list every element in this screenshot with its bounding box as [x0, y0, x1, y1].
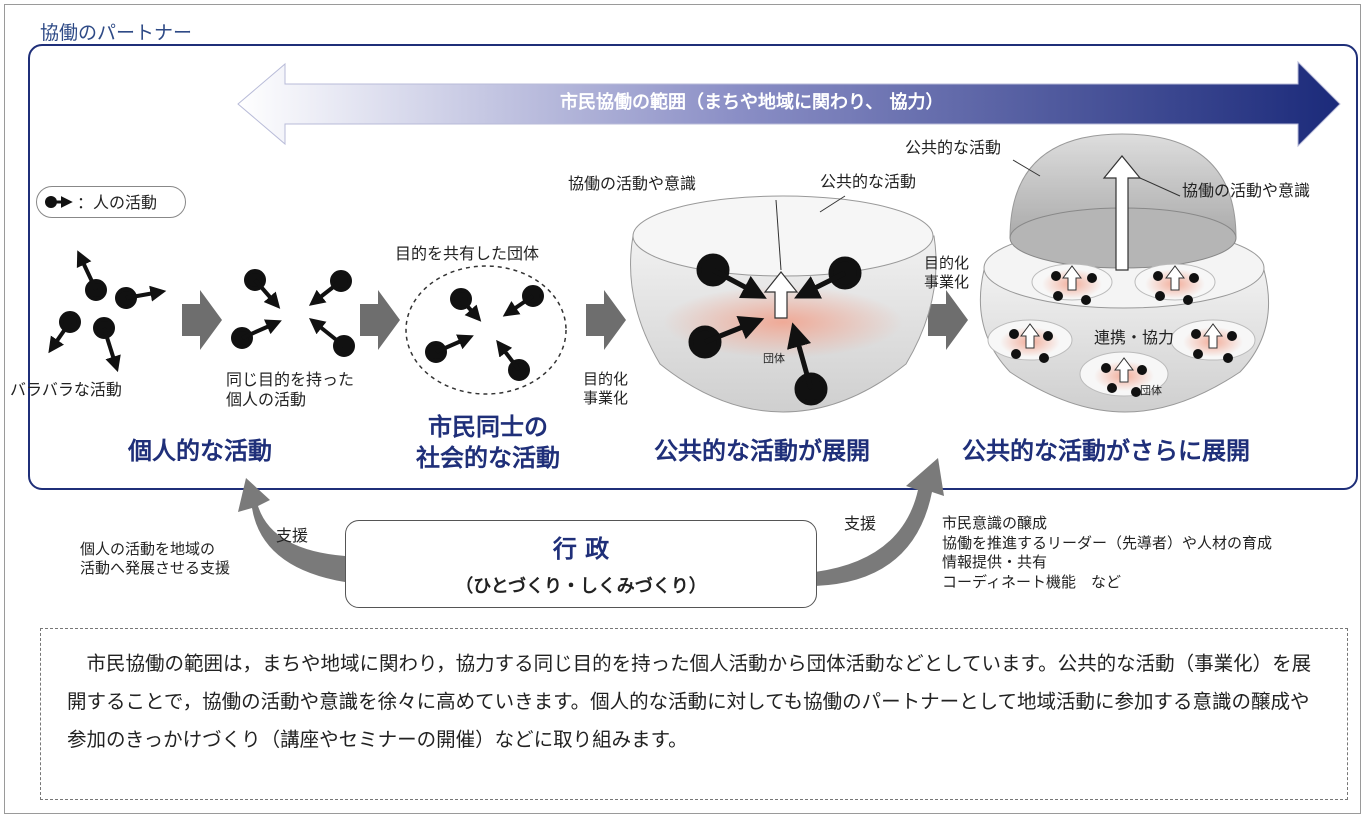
group-label-1: 団体	[763, 352, 785, 365]
public-bowl	[630, 195, 937, 413]
public-dome	[979, 133, 1270, 413]
support-arrow-right	[815, 458, 944, 586]
outer-frame	[4, 4, 1361, 814]
purpose-label-1: 目的化 事業化	[583, 370, 629, 407]
left-support-note: 個人の活動を地域の 活動へ発展させる支援	[80, 540, 231, 577]
right-support-notes: 市民意識の醸成 協働を推進するリーダー（先導者）や人材の育成 情報提供・共有 コ…	[942, 514, 1273, 591]
group-people	[425, 285, 544, 381]
bowl-up-arrow	[763, 271, 799, 319]
collab-awareness-label-1: 協働の活動や意識	[568, 174, 697, 193]
heading-social: 市民同士の 社会的な活動	[416, 413, 560, 473]
page-title: 協働のパートナー	[40, 22, 193, 44]
scattered-label: バラバラな活動	[10, 380, 122, 399]
stage-arrows	[182, 290, 968, 350]
government-box: 行 政 （ひとづくり・しくみづくり）	[345, 520, 817, 608]
public-activity-label-2: 公共的な活動	[905, 138, 1002, 157]
stage-arrow-2	[360, 290, 400, 350]
group-boundary	[405, 265, 567, 395]
cooperation-label: 連携・協力	[1094, 328, 1175, 347]
support-right-label: 支援	[844, 514, 877, 533]
stage-arrow-1	[182, 290, 222, 350]
shared-group-label: 目的を共有した団体	[395, 244, 540, 263]
explanation-note: 市民協働の範囲は，まちや地域に関わり，協力する同じ目的を持った個人活動から団体活…	[40, 628, 1348, 800]
same-purpose-label: 同じ目的を持った 個人の活動	[226, 370, 355, 409]
government-subtitle: （ひとづくり・しくみづくり）	[455, 576, 707, 597]
group-label-2: 団体	[1140, 384, 1162, 397]
range-arrow-label: 市民協働の範囲（まちや地域に関わり、 協力）	[560, 92, 944, 113]
support-arrow-left	[238, 478, 345, 582]
diagram-panel	[28, 44, 1358, 490]
heading-individual: 個人的な活動	[128, 437, 272, 465]
support-left-label: 支援	[276, 526, 309, 545]
legend: ：人の活動	[36, 186, 186, 218]
scattered-people	[48, 250, 167, 373]
heading-public-more: 公共的な活動がさらに展開	[962, 437, 1250, 465]
stage-arrow-4	[928, 290, 968, 350]
stage-arrow-3	[586, 290, 626, 350]
purpose-label-2: 目的化 事業化	[924, 254, 970, 291]
legend-label: ：人の活動	[77, 193, 158, 212]
public-activity-label-1: 公共的な活動	[820, 172, 917, 191]
government-title: 行 政	[552, 535, 610, 563]
heading-public: 公共的な活動が展開	[654, 437, 870, 465]
range-arrow	[237, 60, 1341, 148]
same-purpose-people	[231, 269, 355, 357]
collab-awareness-label-2: 協働の活動や意識	[1182, 181, 1311, 200]
dome-up-arrow	[1102, 155, 1142, 271]
